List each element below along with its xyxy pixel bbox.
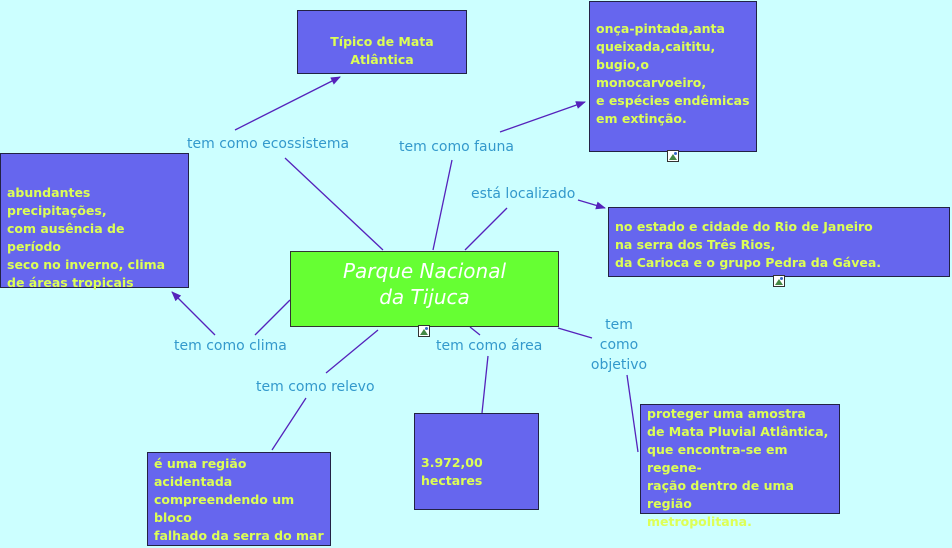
line-fauna-a [432, 159, 453, 251]
line-area-a [469, 326, 481, 336]
line-clima-b [171, 291, 216, 336]
concept-objetivo[interactable]: proteger uma amostra de Mata Pluvial Atl… [640, 404, 840, 529]
image-icon[interactable] [667, 150, 679, 162]
line-relevo [271, 397, 307, 451]
image-icon[interactable] [418, 325, 430, 337]
line-objetivo [626, 374, 639, 453]
line-clima-a [254, 299, 291, 336]
line-relevo-a [325, 329, 379, 374]
link-label-area: tem como área [436, 338, 543, 354]
line-objetivo-a [557, 327, 593, 339]
line-localizado-b [577, 199, 606, 210]
concept-relevo[interactable]: é uma região acidentada compreendendo um… [147, 452, 331, 546]
concept-area[interactable]: 3.972,00 hectares [414, 413, 539, 510]
link-label-clima: tem como clima [174, 338, 287, 354]
line-area [481, 355, 489, 414]
concept-localizacao[interactable]: no estado e cidade do Rio de Janeiro na … [608, 207, 950, 277]
link-label-relevo: tem como relevo [256, 379, 375, 395]
image-icon[interactable] [773, 275, 785, 287]
link-label-localizado: está localizado [471, 186, 576, 202]
line-ecossistema-a [284, 157, 384, 251]
link-label-ecossistema: tem como ecossistema [187, 136, 350, 152]
concept-clima[interactable]: abundantes precipitações, com ausência d… [0, 153, 189, 290]
line-fauna-b [499, 101, 586, 133]
center-concept[interactable]: Parque Nacional da Tijuca [290, 251, 559, 327]
line-localizado-a [464, 207, 508, 251]
link-label-fauna: tem como fauna [399, 139, 514, 155]
line-ecossistema-b [234, 76, 341, 131]
link-label-objetivo: tem como objetivo [590, 317, 648, 373]
concept-ecossistema[interactable]: Típico de Mata Atlântica [297, 10, 467, 74]
concept-fauna[interactable]: onça-pintada,anta queixada,caititu, bugi… [589, 1, 757, 152]
